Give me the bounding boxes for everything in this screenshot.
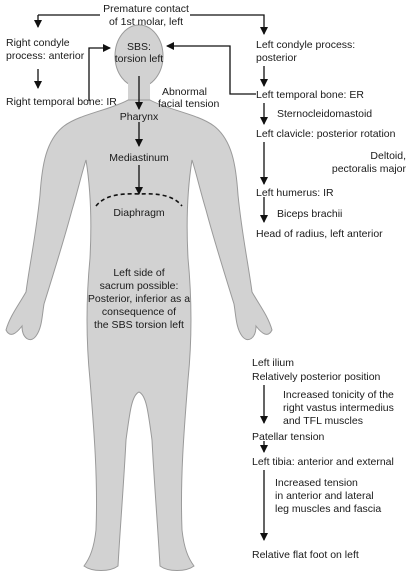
right-condyle-label-line2: process: anterior bbox=[6, 50, 85, 62]
biceps-label: Biceps brachii bbox=[277, 208, 342, 220]
flat-foot-label: Relative flat foot on left bbox=[252, 549, 359, 561]
diaphragm-label: Diaphragm bbox=[113, 207, 165, 219]
sacrum-label-line4: consequence of bbox=[102, 306, 176, 318]
right-condyle-label-line1: Right condyle bbox=[6, 37, 70, 49]
sacrum-label-line5: the SBS torsion left bbox=[94, 319, 184, 331]
sbs-label-line1: SBS: bbox=[127, 41, 151, 53]
sbs-label-line2: torsion left bbox=[115, 53, 164, 65]
abnormal-facial-label-line2: facial tension bbox=[158, 98, 219, 110]
left-humerus-label: Left humerus: IR bbox=[256, 187, 334, 199]
tension-label-line1: Increased tension bbox=[275, 477, 358, 489]
radius-label: Head of radius, left anterior bbox=[256, 228, 383, 240]
torso-and-limbs bbox=[5, 99, 273, 571]
left-condyle-label-line2: posterior bbox=[256, 52, 297, 64]
abnormal-facial-label-line1: Abnormal bbox=[162, 86, 207, 98]
premature-contact-label-line2: of 1st molar, left bbox=[109, 16, 183, 28]
sacrum-label-line2: sacrum possible: bbox=[100, 280, 179, 292]
deltoid-label-line2: pectoralis major bbox=[332, 163, 407, 175]
left-ilium-label: Left ilium bbox=[252, 357, 294, 369]
left-clavicle-label: Left clavicle: posterior rotation bbox=[256, 128, 396, 140]
sacrum-label-line3: Posterior, inferior as a bbox=[88, 293, 190, 305]
tension-label-line2: in anterior and lateral bbox=[275, 490, 374, 502]
left-temporal-label: Left temporal bone: ER bbox=[256, 89, 364, 101]
tension-label-line3: leg muscles and fascia bbox=[275, 503, 381, 515]
labels: Premature contact of 1st molar, left Rig… bbox=[6, 3, 406, 561]
arrow-to-left-condyle bbox=[190, 14, 268, 35]
arrow-left-temporal-to-sbs bbox=[166, 42, 256, 95]
right-temporal-label: Right temporal bone: IR bbox=[6, 96, 117, 108]
premature-contact-label-line1: Premature contact bbox=[103, 3, 189, 15]
deltoid-label-line1: Deltoid, bbox=[370, 150, 406, 162]
tonicity-label-line1: Increased tonicity of the bbox=[283, 389, 394, 401]
connector-lines bbox=[34, 14, 268, 541]
tonicity-label-line2: right vastus intermedius bbox=[283, 402, 394, 414]
arrow-right-temporal-to-sbs bbox=[88, 44, 111, 101]
left-condyle-label-line1: Left condyle process: bbox=[256, 39, 355, 51]
pharynx-label: Pharynx bbox=[120, 111, 159, 123]
patellar-label: Patellar tension bbox=[252, 431, 325, 443]
left-tibia-label: Left tibia: anterior and external bbox=[252, 456, 394, 468]
relatively-posterior-label: Relatively posterior position bbox=[252, 371, 381, 383]
sacrum-label-line1: Left side of bbox=[113, 267, 164, 279]
mediastinum-label: Mediastinum bbox=[109, 152, 169, 164]
tonicity-label-line3: and TFL muscles bbox=[283, 415, 363, 427]
sternocleidomastoid-label: Sternocleidomastoid bbox=[277, 108, 372, 120]
